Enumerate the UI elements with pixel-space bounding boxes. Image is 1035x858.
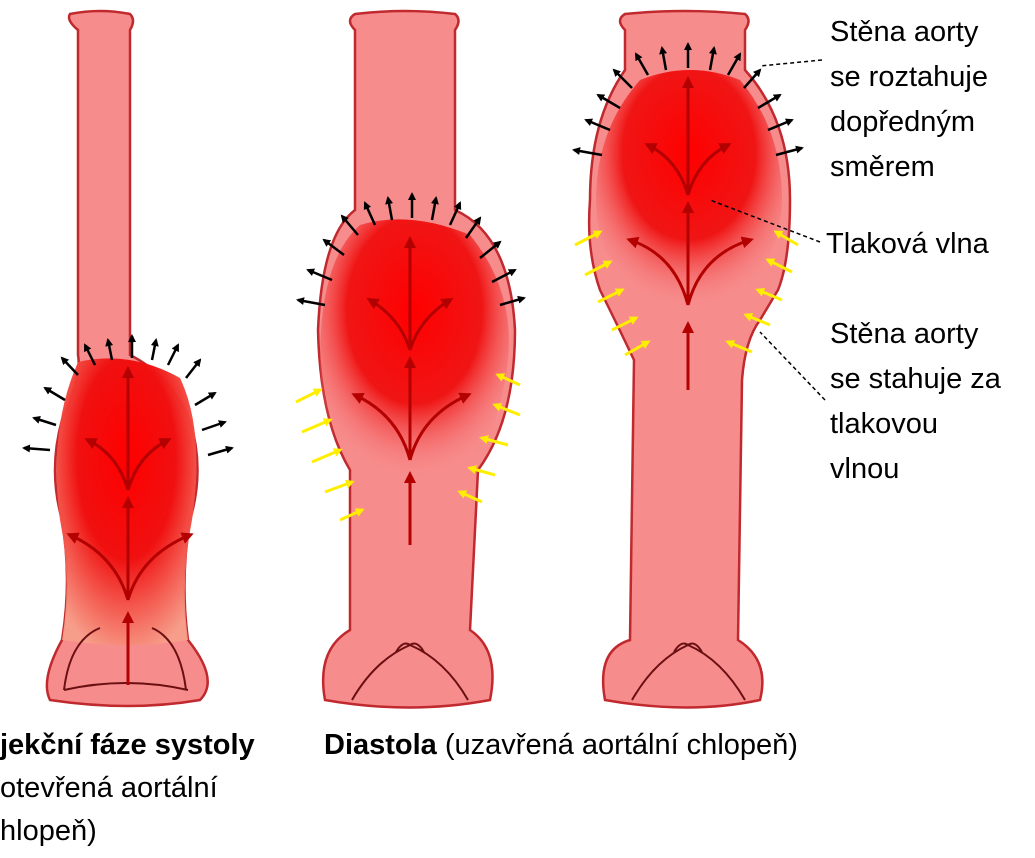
caption-systole-line3: hlopeň) [0,811,97,852]
leader-wall-contracts [760,332,825,400]
annotation-wall-expands-3: dopředným [830,102,975,143]
vessel-diastole [296,11,524,708]
annotation-wall-expands-4: směrem [830,147,935,188]
annotation-wall-expands-2: se roztahuje [830,57,988,98]
caption-systole-bold: jekční fáze systoly [0,729,255,761]
caption-diastole-rest: (uzavřená aortální chlopeň) [437,729,798,761]
caption-systole-line1: jekční fáze systoly [0,725,255,766]
caption-diastole-bold: Diastola [324,729,437,761]
annotation-wall-contracts-3: tlakovou [830,404,938,445]
annotation-wall-contracts-1: Stěna aorty [830,314,978,355]
vessel-systole [24,11,232,706]
caption-diastole: Diastola (uzavřená aortální chlopeň) [324,725,798,766]
annotation-pressure-wave: Tlaková vlna [826,224,989,265]
annotation-wall-contracts-4: vlnou [830,449,899,490]
leader-wall-expands [760,60,822,66]
caption-systole-line2: otevřená aortální [0,768,218,809]
annotation-wall-contracts-2: se stahuje za [830,359,1001,400]
annotation-wall-expands-1: Stěna aorty [830,12,978,53]
vessel-diastole-late [574,11,802,708]
